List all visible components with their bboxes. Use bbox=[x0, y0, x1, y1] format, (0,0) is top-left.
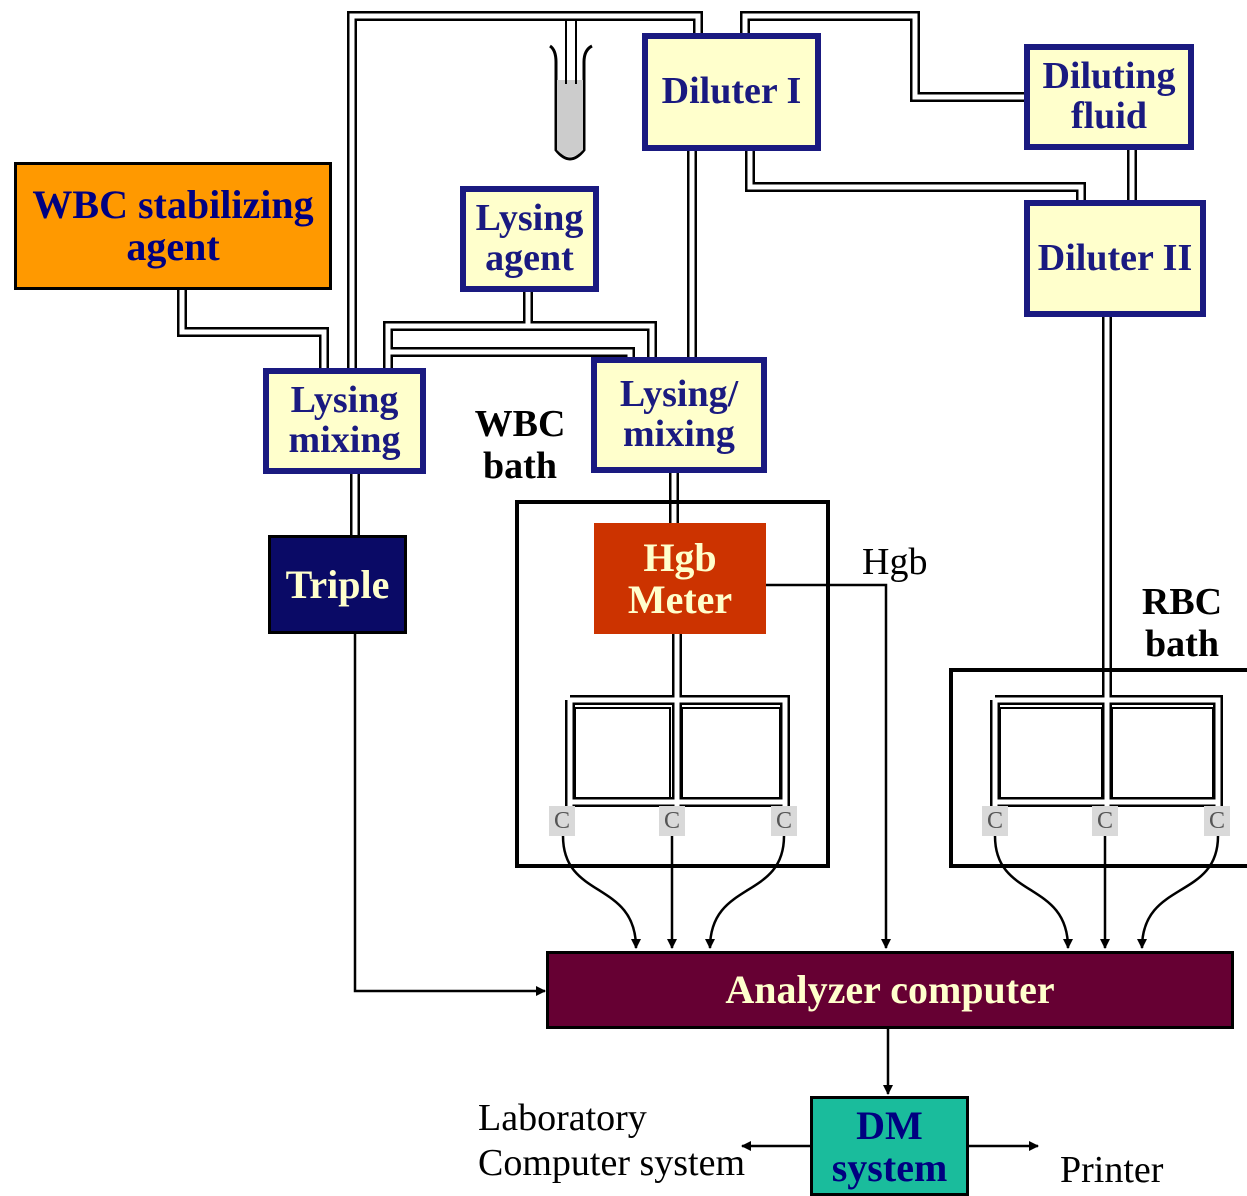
hgb-signal-label: Hgb bbox=[862, 541, 928, 583]
counter-c: C bbox=[1092, 806, 1118, 836]
rbc-bath-label: RBC bath bbox=[1141, 581, 1223, 665]
counter-c: C bbox=[659, 806, 685, 836]
analyzer-computer-box: Analyzer computer bbox=[546, 951, 1234, 1029]
wbc-stabilizing-agent-box: WBC stabilizing agent bbox=[14, 162, 332, 290]
counter-c: C bbox=[771, 806, 797, 836]
counter-c: C bbox=[549, 806, 575, 836]
triple-label: Triple bbox=[285, 561, 390, 607]
laboratory-computer-system-label: Laboratory Computer system bbox=[478, 1097, 746, 1184]
diluter-1-label: Diluter I bbox=[661, 70, 802, 113]
counter-c: C bbox=[1204, 806, 1230, 836]
counter-c: C bbox=[982, 806, 1008, 836]
lysing-mixing-right-label: Lysing/ mixing bbox=[619, 373, 739, 455]
wbc-stabilizing-agent-label: WBC stabilizing agent bbox=[32, 182, 314, 269]
diluter-2-box: Diluter II bbox=[1024, 200, 1206, 317]
wbc-bath-label: WBC bath bbox=[474, 403, 566, 487]
fluid-tubes bbox=[177, 11, 1223, 810]
lysing-mixing-left-box: Lysing mixing bbox=[263, 368, 426, 474]
diluting-fluid-box: Diluting fluid bbox=[1024, 44, 1194, 150]
diluter-1-box: Diluter I bbox=[642, 33, 821, 151]
dm-system-label: DM system bbox=[831, 1103, 948, 1190]
diluting-fluid-label: Diluting fluid bbox=[1042, 55, 1176, 137]
lysing-mixing-right-box: Lysing/ mixing bbox=[591, 357, 767, 473]
lysing-mixing-left-label: Lysing mixing bbox=[288, 379, 401, 461]
analyzer-computer-label: Analyzer computer bbox=[725, 967, 1055, 1012]
rbc-bath-outline bbox=[949, 668, 1247, 868]
hgb-meter-box: Hgb Meter bbox=[594, 523, 766, 634]
dm-system-box: DM system bbox=[810, 1096, 969, 1196]
signal-lines bbox=[353, 583, 1220, 1151]
test-tube-icon bbox=[549, 20, 593, 161]
triple-box: Triple bbox=[268, 535, 407, 634]
diluter-2-label: Diluter II bbox=[1037, 236, 1193, 279]
lysing-agent-box: Lysing agent bbox=[460, 186, 599, 292]
lysing-agent-label: Lysing agent bbox=[475, 197, 584, 279]
printer-label: Printer bbox=[1060, 1149, 1164, 1191]
hgb-meter-label: Hgb Meter bbox=[627, 534, 733, 622]
